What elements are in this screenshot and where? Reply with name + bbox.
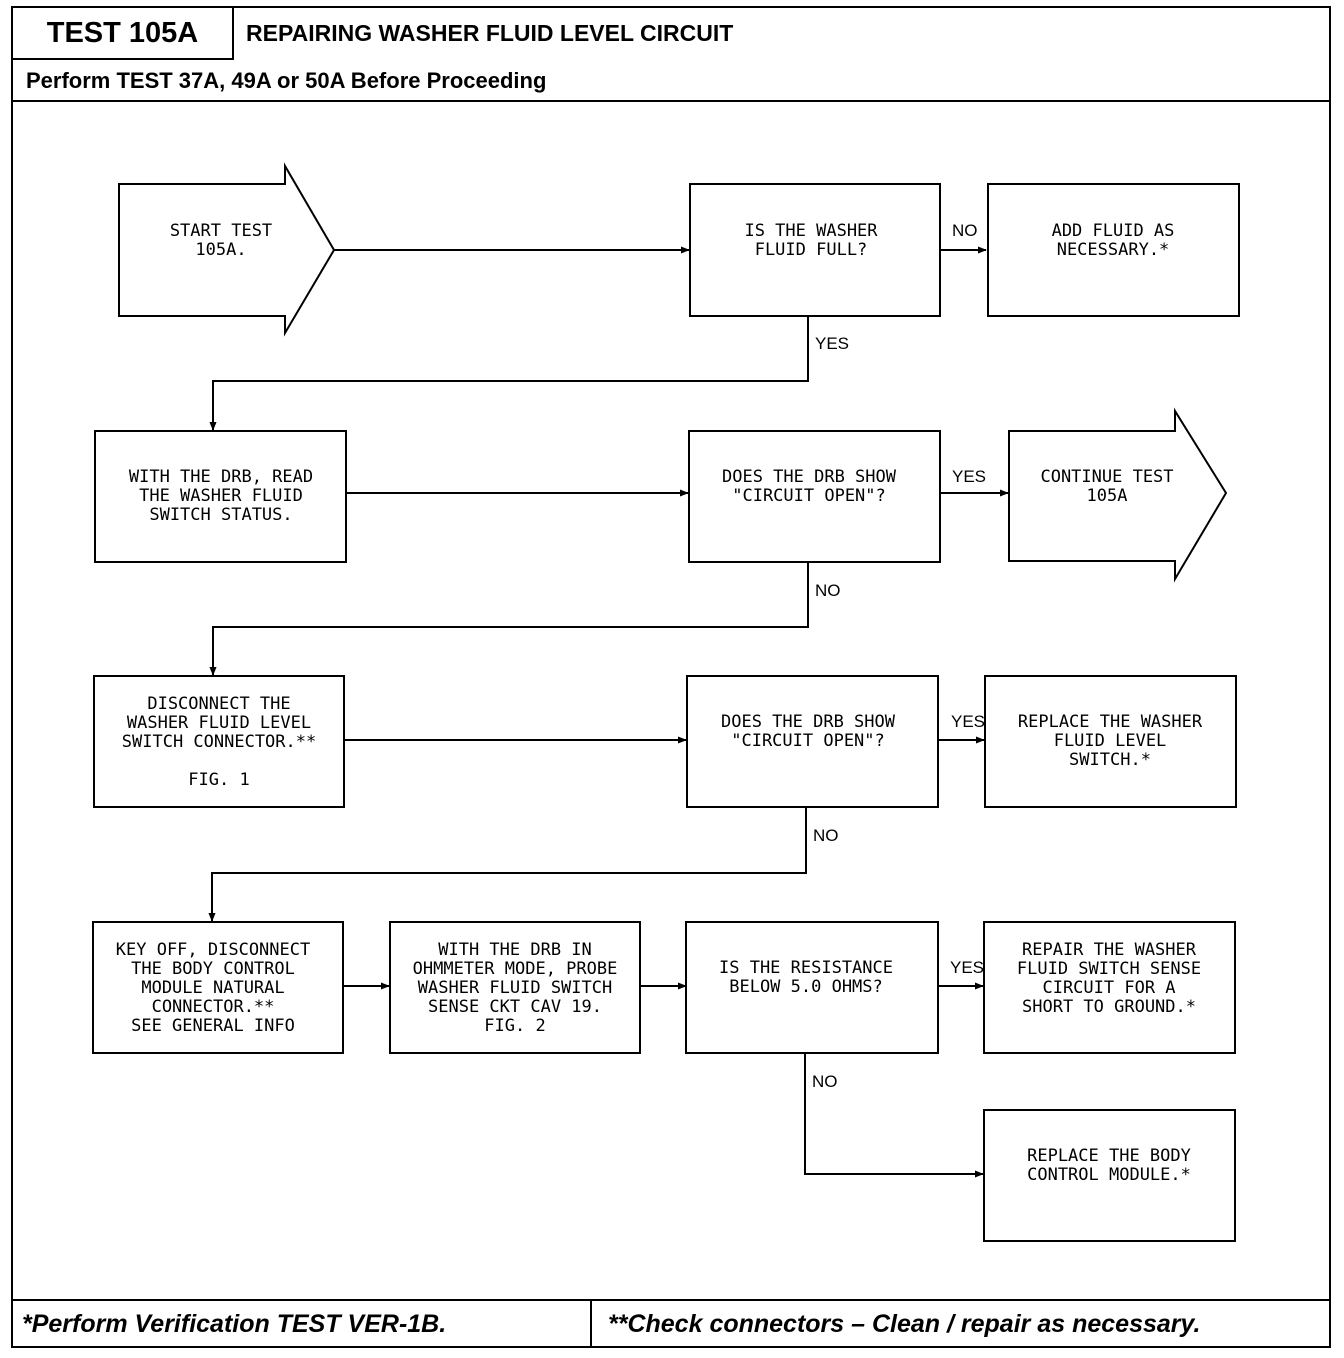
node-text-line: WASHER FLUID LEVEL bbox=[127, 713, 311, 733]
q-open2-box bbox=[686, 675, 939, 808]
node-text-line: ADD FLUID AS bbox=[1052, 221, 1175, 241]
node-text-line: SWITCH STATUS. bbox=[149, 505, 292, 525]
node-text-line: SWITCH CONNECTOR.** bbox=[122, 732, 316, 752]
footnote-verification: *Perform Verification TEST VER-1B. bbox=[22, 1310, 447, 1338]
ohmmeter-box bbox=[389, 921, 641, 1054]
node-text-line: CONTINUE TEST bbox=[1040, 467, 1173, 487]
header-divider bbox=[13, 100, 1329, 102]
node-text-line: IS THE WASHER bbox=[744, 221, 878, 241]
disconnect-switch-box bbox=[93, 675, 345, 808]
node-text-line: THE BODY CONTROL bbox=[131, 959, 295, 979]
label-q-open1-yes: YES bbox=[952, 467, 986, 486]
node-text-line: THE WASHER FLUID bbox=[139, 486, 303, 506]
node-q-open2: DOES THE DRB SHOW"CIRCUIT OPEN"? bbox=[721, 712, 896, 751]
test-id: TEST 105A bbox=[13, 8, 234, 60]
repair-short-box bbox=[983, 921, 1236, 1054]
q-full-box bbox=[689, 183, 941, 317]
replace-bcm-box bbox=[983, 1109, 1236, 1242]
footer-separator bbox=[590, 1300, 592, 1347]
node-text-line: SENSE CKT CAV 19. bbox=[428, 997, 602, 1017]
node-text-line: SHORT TO GROUND.* bbox=[1022, 997, 1196, 1017]
node-text-line: START TEST bbox=[170, 221, 272, 241]
edge-q-full-yes bbox=[209, 316, 809, 431]
prerequisite-note: Perform TEST 37A, 49A or 50A Before Proc… bbox=[26, 68, 547, 93]
node-q-open1: DOES THE DRB SHOW"CIRCUIT OPEN"? bbox=[722, 467, 897, 506]
node-text-line: REPLACE THE WASHER bbox=[1018, 712, 1203, 732]
node-text-line: DOES THE DRB SHOW bbox=[722, 467, 897, 487]
q-open1-box bbox=[688, 430, 941, 563]
node-text-line: REPLACE THE BODY bbox=[1027, 1146, 1191, 1166]
node-text-line: FIG. 2 bbox=[484, 1016, 545, 1036]
node-text-line: DISCONNECT THE bbox=[147, 694, 290, 714]
start-arrow-shape bbox=[118, 162, 336, 337]
add-fluid-box bbox=[987, 183, 1240, 317]
node-text-line: KEY OFF, DISCONNECT bbox=[116, 940, 310, 960]
label-q-resistance-no: NO bbox=[812, 1072, 838, 1091]
node-text-line: FIG. 1 bbox=[188, 770, 249, 790]
node-text-line: FLUID SWITCH SENSE bbox=[1017, 959, 1201, 979]
label-q-open1-no: NO bbox=[815, 581, 841, 600]
node-text-line: MODULE NATURAL bbox=[141, 978, 284, 998]
node-text-line: DOES THE DRB SHOW bbox=[721, 712, 896, 732]
edge-q-open2-no bbox=[208, 807, 807, 922]
node-text-line: SWITCH.* bbox=[1069, 750, 1151, 770]
replace-switch-box bbox=[984, 675, 1237, 808]
q-resistance-box bbox=[685, 921, 939, 1054]
node-text-line: CONNECTOR.** bbox=[152, 997, 275, 1017]
node-text-line: OHMMETER MODE, PROBE bbox=[413, 959, 618, 979]
page-frame bbox=[11, 6, 1331, 1348]
node-text-line: "CIRCUIT OPEN"? bbox=[732, 486, 886, 506]
label-q-full-yes: YES bbox=[815, 334, 849, 353]
page-title: REPAIRING WASHER FLUID LEVEL CIRCUIT bbox=[246, 20, 734, 46]
node-text-line: FLUID FULL? bbox=[755, 240, 868, 260]
footer-divider bbox=[13, 1299, 1329, 1301]
node-text-line: SEE GENERAL INFO bbox=[131, 1016, 295, 1036]
label-q-resistance-yes: YES bbox=[950, 958, 984, 977]
node-text-line: IS THE RESISTANCE bbox=[719, 958, 893, 978]
node-text-line: 105A bbox=[1087, 486, 1128, 506]
read-status-box bbox=[94, 430, 347, 563]
node-text-line: WASHER FLUID SWITCH bbox=[418, 978, 612, 998]
node-text-line: BELOW 5.0 OHMS? bbox=[729, 977, 883, 997]
node-text-line: CIRCUIT FOR A bbox=[1042, 978, 1175, 998]
node-text-line: REPAIR THE WASHER bbox=[1022, 940, 1197, 960]
label-q-open2-no: NO bbox=[813, 826, 839, 845]
label-q-open2-yes: YES bbox=[951, 712, 985, 731]
key-off-box bbox=[92, 921, 344, 1054]
edge-q-open1-no bbox=[209, 562, 809, 676]
continue-arrow-shape bbox=[1008, 407, 1228, 583]
edge-q-resistance-no bbox=[804, 1053, 984, 1178]
node-text-line: WITH THE DRB, READ bbox=[129, 467, 313, 487]
node-text-line: CONTROL MODULE.* bbox=[1027, 1165, 1191, 1185]
node-text-line: NECESSARY.* bbox=[1057, 240, 1170, 260]
node-text-line: WITH THE DRB IN bbox=[438, 940, 592, 960]
node-text-line: 105A. bbox=[195, 240, 246, 260]
node-text-line: "CIRCUIT OPEN"? bbox=[731, 731, 885, 751]
label-q-full-no: NO bbox=[952, 221, 978, 240]
footnote-connectors: **Check connectors – Clean / repair as n… bbox=[608, 1310, 1201, 1338]
node-text-line: FLUID LEVEL bbox=[1054, 731, 1167, 751]
